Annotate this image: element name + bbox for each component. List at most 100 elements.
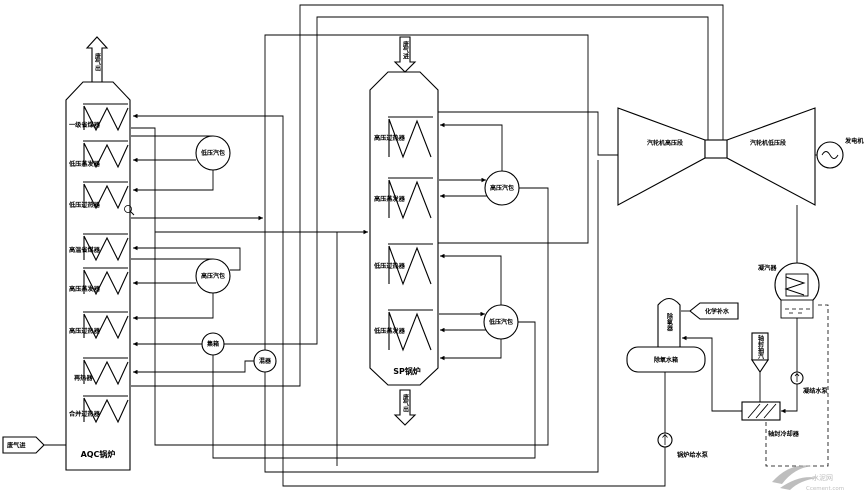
aqc-coil-8: [83, 395, 129, 424]
sp-lp-drum-label: 低压汽包: [488, 318, 513, 326]
pipe-dashed-return: [765, 304, 829, 467]
deaerator-tower: [657, 297, 681, 350]
aqc-section-label: 一级省煤器: [69, 121, 101, 129]
piping: [131, 4, 829, 487]
deaerator-tank: [626, 346, 706, 373]
aqc-section-label: 再热器: [74, 374, 93, 382]
generator-label: 发电机: [844, 137, 864, 145]
pipe-economizer-out: [131, 127, 549, 446]
aqc-exhaust-in-arrow: [2, 436, 45, 454]
watermark-url: Ccement.com: [806, 486, 844, 492]
aqc-hp-drum: 高压汽包: [195, 258, 231, 294]
watermark-logo: [772, 465, 812, 484]
aqc-coil-1: [83, 103, 129, 132]
pipe-header-down: [212, 321, 536, 459]
aqc-coil-3: [83, 181, 129, 210]
sp-boiler-shell: [369, 71, 439, 386]
aqc-header-label: 集箱: [206, 340, 219, 348]
pipe-main-steam: [433, 111, 618, 156]
turbine-hp-label: 汽轮机高压段: [647, 139, 683, 147]
pipe-seal-cooler-to-deaerator: [682, 335, 742, 412]
aqc-section-label: 高温省煤器: [69, 246, 101, 254]
makeup-water-label: 化学补水: [705, 308, 730, 316]
makeup-water-inlet: 化学补水: [689, 302, 739, 320]
pipe-lp-steam-lower: [264, 160, 599, 473]
sp-hp-drum: 高压汽包: [484, 170, 520, 206]
sp-coil-4: [388, 309, 433, 352]
sp-hp-drum-label: 高压汽包: [490, 184, 514, 192]
deaerator: 除氧器 除氧水箱: [626, 297, 706, 373]
sp-exhaust-out-label: 废气出: [402, 393, 410, 413]
seal-steam-label: 轴封抽汽: [757, 334, 764, 360]
pipe-lp-drum-steam: [133, 170, 214, 193]
sp-coil-3: [388, 243, 433, 286]
watermark-text: 水泥网: [812, 473, 833, 482]
pump-arrow-icon: [794, 372, 800, 382]
sp-section-label: 低压蒸发器: [373, 327, 406, 335]
aqc-section-label: 高压过热器: [69, 327, 101, 335]
condenser-label: 凝汽器: [758, 264, 777, 272]
aqc-section-label: 低压蒸发器: [68, 160, 101, 168]
aqc-section-label: 低压过热器: [68, 201, 101, 209]
aqc-lp-drum: 低压汽包: [195, 135, 231, 171]
pipe-sp-lp-drum-steam: [440, 253, 502, 305]
pump-arrow-icon: [662, 433, 668, 445]
pipe-reheat-to-turbine: [131, 4, 724, 387]
seal-cooler-tubes: [747, 403, 777, 419]
deaerator-tank-label: 除氧水箱: [654, 356, 678, 364]
seal-steam-inlet: 轴封抽汽: [750, 332, 770, 373]
deaerator-tower-label: 除氧器: [666, 312, 674, 332]
aqc-mixer-label: 混器: [259, 357, 272, 365]
pipe-pump-to-seal-cooler: [781, 384, 798, 414]
turbine-lp-label: 汽轮机低压段: [750, 139, 786, 147]
watermark-logo: [780, 477, 818, 490]
aqc-boiler-shell: [65, 81, 131, 471]
sp-exhaust-in-arrow: [393, 36, 417, 73]
aqc-exhaust-out-arrow: [85, 36, 109, 83]
aqc-coil-6: [83, 311, 129, 340]
aqc-coil-2: [83, 140, 129, 169]
sine-wave-icon: [821, 151, 839, 159]
condenser-coil-box: [785, 273, 809, 297]
sp-boiler-label: SP锅炉: [393, 366, 421, 376]
seal-cooler-label: 轴封冷却器: [768, 430, 800, 438]
condensate-pump: 凝结水泵: [790, 371, 829, 395]
turbine-coupling: [704, 139, 728, 159]
sp-exhaust-out-arrow: [393, 389, 417, 426]
feed-pump: 锅炉给水泵: [657, 432, 709, 459]
pipe-hp-drum-feed: [133, 245, 241, 271]
aqc-header: 集箱: [201, 332, 225, 356]
sp-section-label: 高压过热器: [374, 134, 406, 142]
condenser-hotwell: [780, 299, 814, 319]
watermark: 水泥网 Ccement.com: [772, 465, 844, 492]
sp-exhaust-in-label: 废气进: [402, 40, 410, 60]
sp-section-label: 高压蒸发器: [374, 195, 406, 203]
aqc-exhaust-out-label: 废气出: [94, 52, 102, 72]
condenser: 凝汽器: [758, 262, 820, 319]
sp-lp-drum: 低压汽包: [483, 304, 519, 340]
aqc-lp-drum-label: 低压汽包: [200, 149, 225, 157]
pipe-header-to-turbine: [224, 16, 709, 345]
condensate-pump-label: 凝结水泵: [803, 387, 829, 395]
pipe-hp-drum-steam: [133, 293, 214, 321]
water-level-dashes: [785, 308, 810, 314]
generator: 发电机: [816, 137, 864, 169]
sp-coil-2: [388, 177, 433, 220]
aqc-boiler-label: AQC锅炉: [81, 449, 116, 459]
sp-section-label: 低压过热器: [373, 262, 406, 270]
pipe-sp-lp-bottom: [440, 339, 502, 361]
aqc-coil-5: [83, 267, 129, 296]
seal-steam-down-arrow: [750, 359, 770, 373]
seal-cooler: 轴封冷却器: [741, 401, 800, 438]
aqc-mixer: 混器: [253, 349, 277, 373]
pipe-lp-steam-loop: [264, 34, 589, 350]
magnifier-icon: [124, 205, 135, 216]
aqc-exhaust-in-label: 废气进: [7, 442, 26, 450]
pipe-mixer-out: [133, 360, 254, 375]
aqc-section-label: 高压蒸发器: [69, 285, 101, 293]
aqc-coil-7: [83, 357, 129, 386]
aqc-hp-drum-label: 高压汽包: [201, 272, 225, 280]
pipe-sp-hp-drum-steam: [440, 122, 503, 171]
aqc-coil-4: [83, 233, 129, 262]
